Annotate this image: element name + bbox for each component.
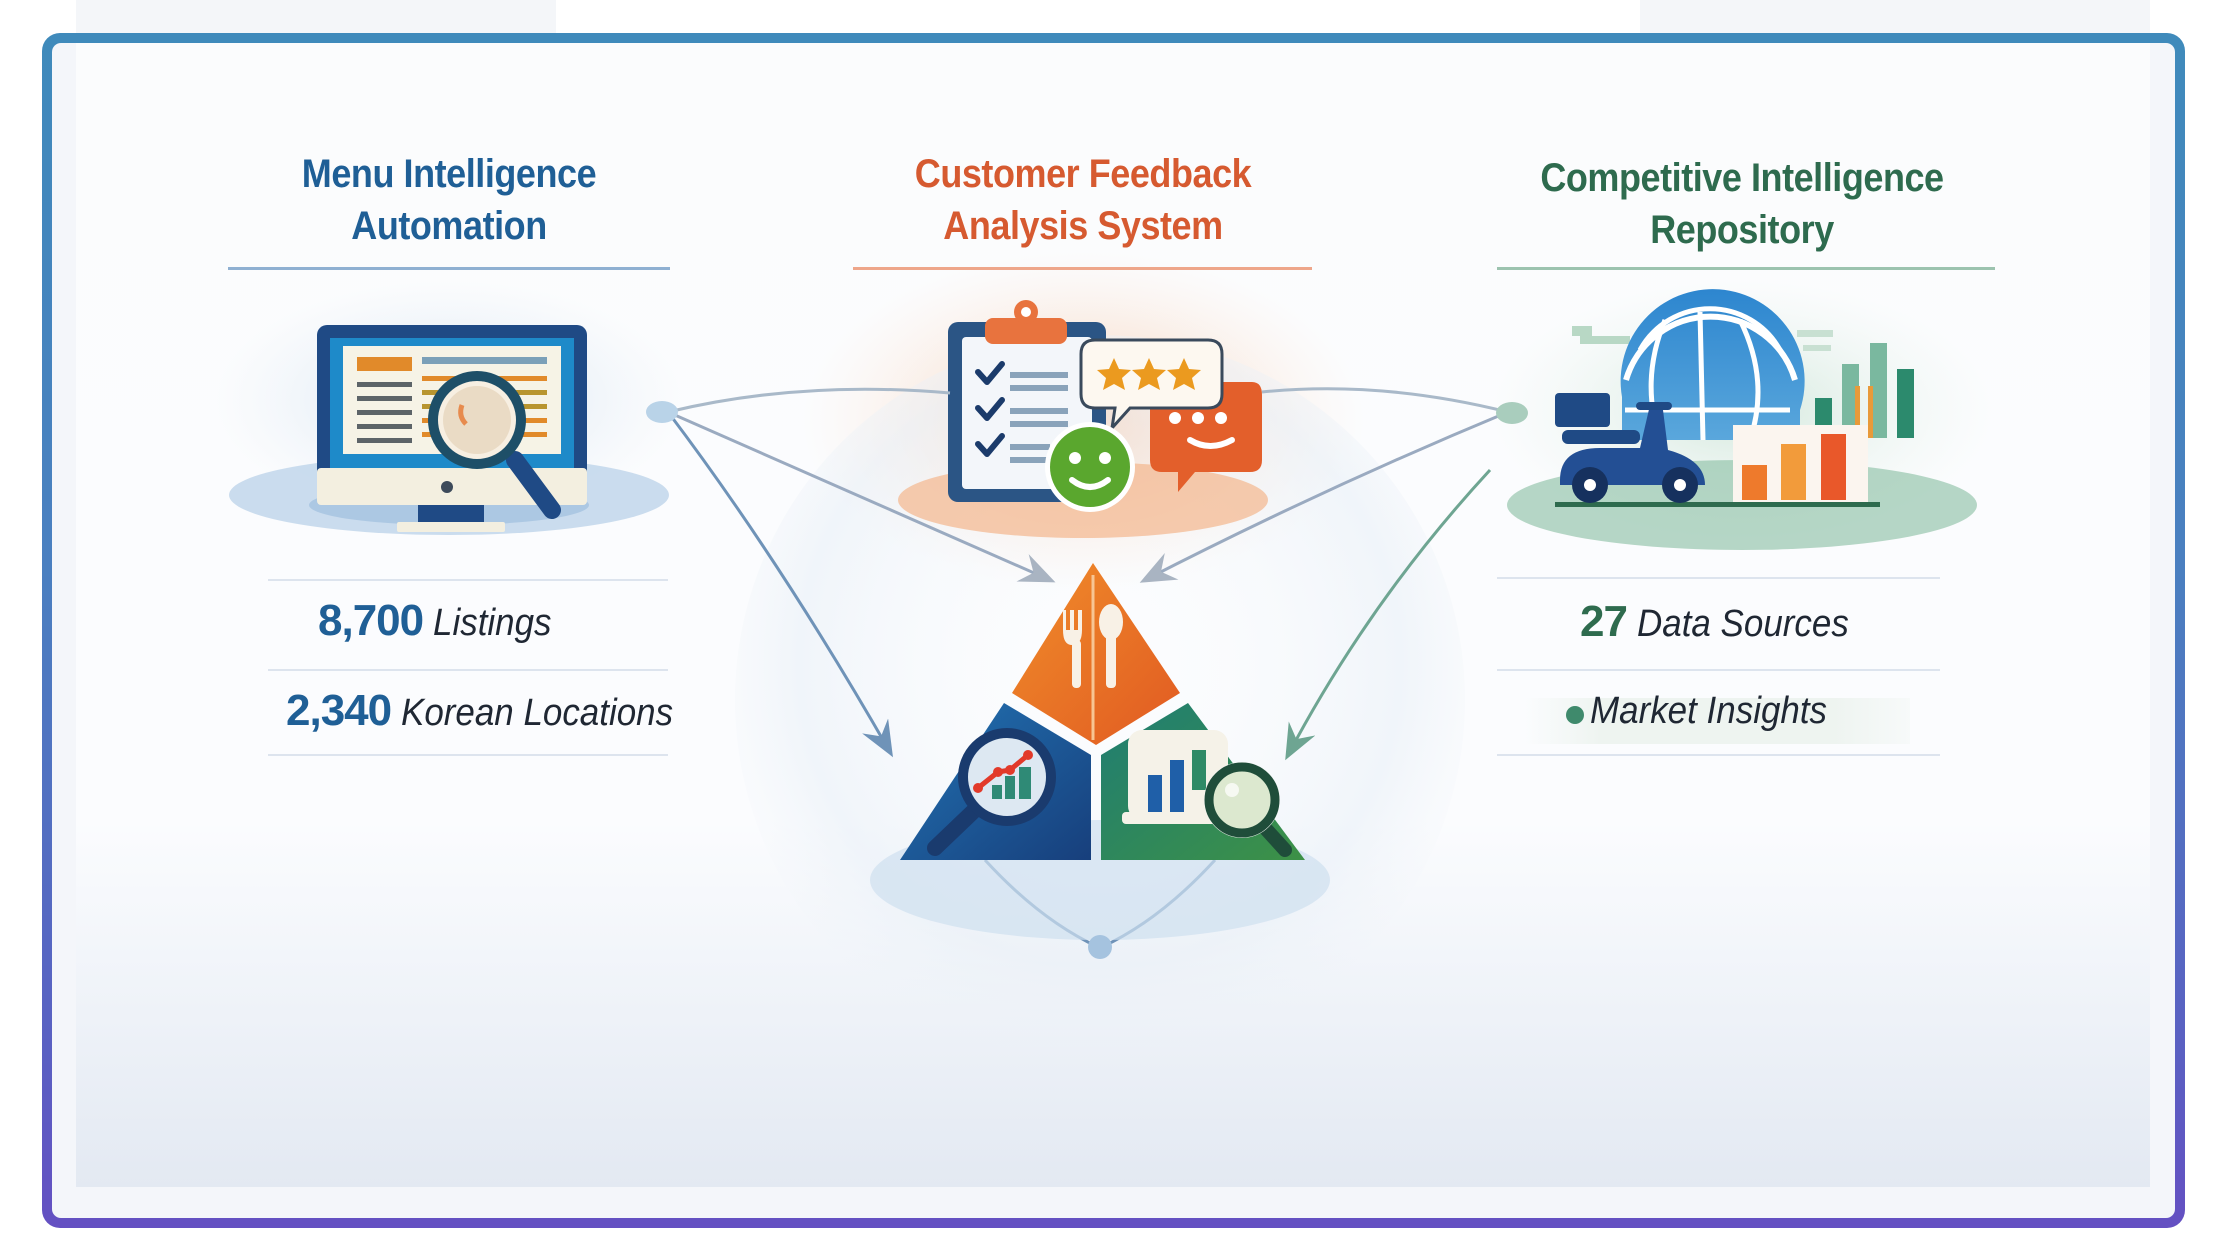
menu-title: Menu Intelligence Automation: [233, 148, 665, 252]
star-icon: [1132, 358, 1166, 390]
star-icon: [1167, 358, 1201, 390]
competitive-divider-bottom: [1497, 754, 1940, 756]
bullet-dot-icon: [1566, 706, 1584, 724]
feedback-title-line-1: Customer Feedback: [914, 152, 1252, 196]
competitive-divider-middle: [1497, 669, 1940, 671]
competitive-title-line-2: Repository: [1650, 208, 1834, 252]
menu-node: [646, 401, 678, 423]
competitive-title-line-1: Competitive Intelligence: [1540, 156, 1944, 200]
magnifier-trend-icon: [927, 728, 1056, 856]
stat-label: Data Sources: [1636, 603, 1849, 645]
menu-title-underline: [228, 267, 670, 270]
menu-title-line-1: Menu Intelligence: [301, 152, 597, 196]
competitive-title: Competitive Intelligence Repository: [1490, 152, 1994, 256]
competitive-node: [1496, 402, 1528, 424]
fork-spoon-icon: [1063, 604, 1123, 688]
stat-value: 2,340: [286, 686, 392, 735]
connector-menu-to-hub-left: [666, 411, 893, 758]
stat-value: 8,700: [318, 596, 424, 645]
feedback-title: Customer Feedback Analysis System: [858, 148, 1308, 252]
clipboard-reviews-icon: [948, 300, 1262, 512]
connector-competitive-to-feedback: [1261, 387, 1509, 414]
monitor-with-magnifier-icon: [317, 325, 587, 532]
connector-menu-to-hub-top: [667, 410, 1056, 583]
menu-divider-top: [268, 579, 668, 581]
tri-segment-pyramid-icon: [900, 563, 1305, 860]
competitive-title-underline: [1497, 267, 1995, 270]
menu-divider-middle: [268, 669, 668, 671]
menu-divider-bottom: [268, 754, 668, 756]
stat-value: 27: [1580, 597, 1628, 646]
hub-bottom-node: [1088, 935, 1112, 959]
connector-menu-to-feedback: [667, 387, 951, 414]
competitive-stat-insights: Market Insights: [1590, 690, 1848, 733]
globe-scooter-chart-icon: [1555, 289, 1914, 507]
stat-label: Listings: [433, 602, 552, 644]
connector-competitive-to-hub-top: [1139, 410, 1509, 583]
stat-label: Market Insights: [1590, 690, 1828, 732]
star-icon: [1097, 358, 1131, 390]
menu-title-line-2: Automation: [351, 204, 547, 248]
top-strip-left: [76, 0, 556, 34]
market-insights-highlight: [1525, 698, 1910, 744]
hub-segment-menu: [1012, 563, 1180, 745]
competitive-divider-top: [1497, 577, 1940, 579]
bar-chart-magnifier-icon: [1122, 730, 1292, 857]
feedback-title-line-2: Analysis System: [943, 204, 1223, 248]
connector-competitive-to-hub-right: [1285, 468, 1492, 761]
stat-label: Korean Locations: [401, 692, 674, 734]
top-strip-right: [1640, 0, 2150, 34]
rating-stars: [1097, 358, 1201, 390]
feedback-title-underline: [853, 267, 1312, 270]
